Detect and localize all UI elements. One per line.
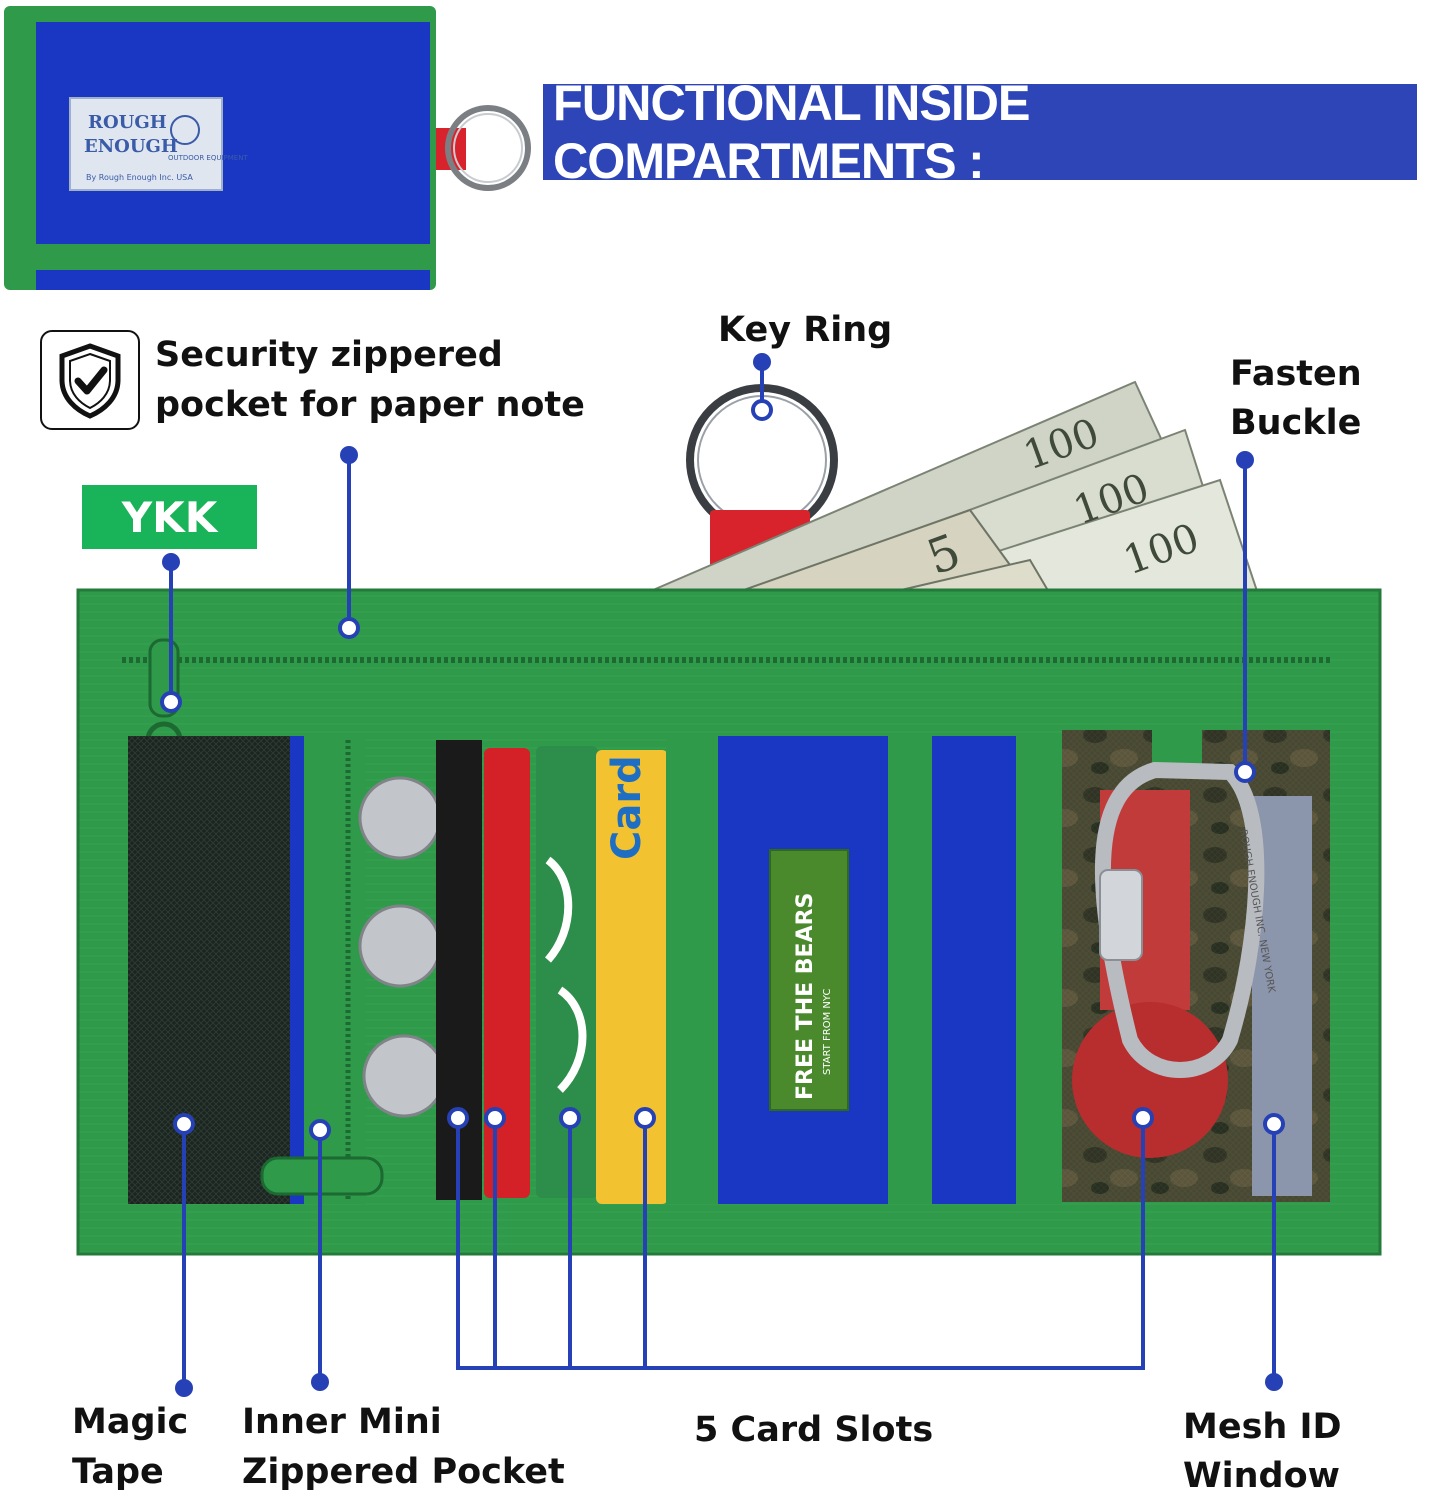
label-sub: START FROM NYC (822, 989, 833, 1075)
patch-line1: ROUGH (88, 112, 167, 133)
open-wallet: Card FREE THE BEARS START FROM NYC ROUGH… (76, 588, 1382, 1256)
label-fasten-line1: Fasten (1230, 354, 1362, 394)
label-fasten-line2: Buckle (1230, 403, 1362, 443)
card-text: Card (604, 755, 650, 860)
ykk-text: YKK (121, 492, 218, 542)
header-banner: FUNCTIONAL INSIDE COMPARTMENTS : (543, 75, 1417, 189)
label-magic-line2: Tape (72, 1452, 164, 1492)
patch-line2: ENOUGH (84, 136, 178, 157)
closed-wallet: ROUGH ENOUGH OUTDOOR EQUIPMENT By Rough … (4, 6, 531, 290)
leader-lines (169, 362, 1276, 1388)
label-inner-line1: Inner Mini (242, 1402, 442, 1442)
banner-title: FUNCTIONAL INSIDE COMPARTMENTS : (553, 75, 1030, 189)
label-inner-line2: Zippered Pocket (242, 1452, 565, 1492)
label-key-ring: Key Ring (718, 310, 893, 350)
label-main: FREE THE BEARS (793, 893, 818, 1100)
label-security-line1: Security zippered (155, 335, 503, 375)
patch-footer: By Rough Enough Inc. USA (86, 173, 193, 182)
label-mesh-line2: Window (1183, 1456, 1340, 1496)
label-magic-line1: Magic (72, 1402, 189, 1442)
label-mesh-line1: Mesh ID (1183, 1407, 1342, 1447)
ykk-badge: YKK (82, 485, 257, 549)
shield-check-icon (40, 330, 140, 430)
label-security-line2: pocket for paper note (155, 385, 585, 425)
label-card-slots: 5 Card Slots (694, 1410, 934, 1450)
leader-dots (160, 353, 1285, 1397)
patch-small: OUTDOOR EQUIPMENT (168, 154, 248, 162)
